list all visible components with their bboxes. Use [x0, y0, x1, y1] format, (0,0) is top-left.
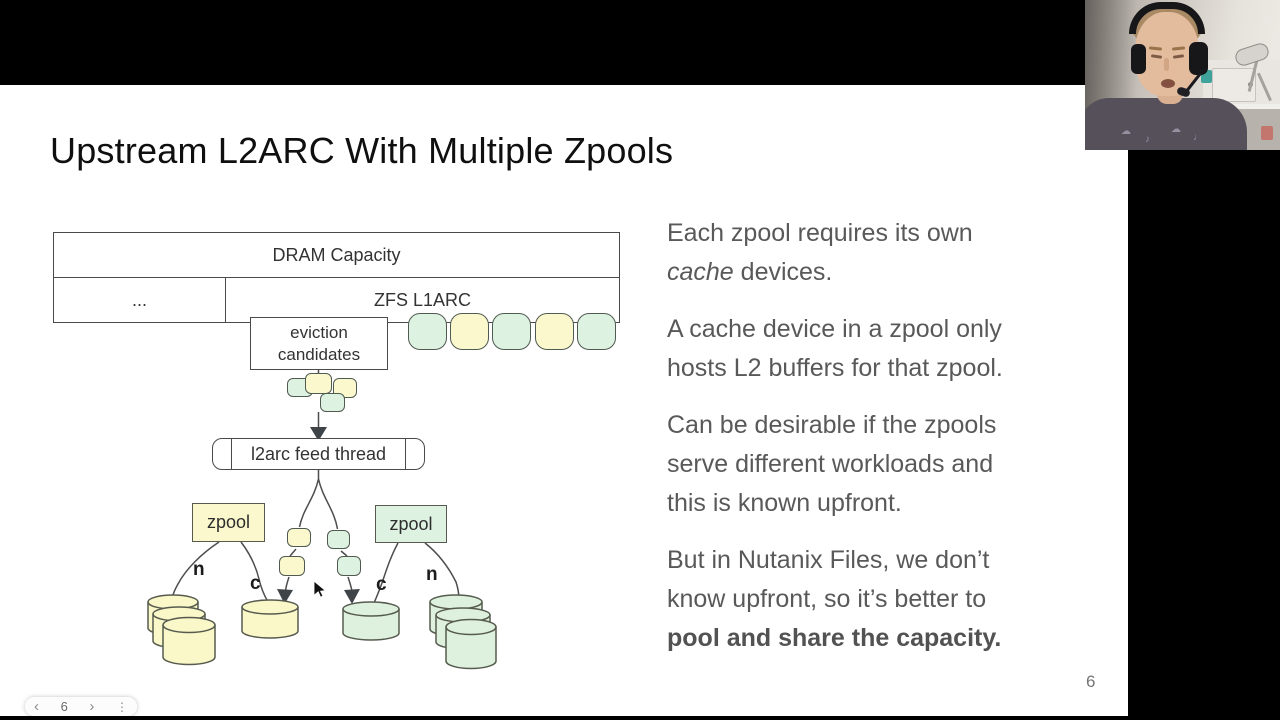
zpool-right-label: zpool	[389, 513, 433, 534]
shirt-cloud-doodle: ☁	[1121, 126, 1131, 137]
l1arc-buffer-chip	[535, 313, 574, 350]
zpool-left-label: zpool	[206, 512, 251, 532]
desk-surface	[1195, 104, 1280, 109]
ellipsis-label: ...	[131, 289, 147, 310]
nav-menu-kebab-icon[interactable]: ⋮	[115, 699, 128, 714]
edge-label-n: n	[193, 559, 205, 580]
other-memory-cell: ...	[53, 277, 226, 323]
arrow-to-left-cache	[277, 589, 293, 604]
slide-page-number: 6	[1086, 672, 1096, 691]
desk-item	[1261, 126, 1273, 140]
slide-title: Upstream L2ARC With Multiple Zpools	[50, 130, 674, 171]
next-slide-button[interactable]: ›	[89, 698, 95, 715]
shirt-note-doodle: ♪	[1145, 134, 1150, 145]
presenter-nose	[1164, 58, 1169, 71]
dram-capacity-label: DRAM Capacity	[272, 244, 401, 265]
paragraph: A cache device in a zpool only hosts L2 …	[667, 315, 1003, 382]
edge-label-c: c	[376, 574, 387, 595]
arrow-to-right-cache	[344, 589, 360, 604]
zpool-left-box: zpool	[192, 503, 265, 542]
left-cache-disk	[241, 599, 299, 639]
current-slide-indicator[interactable]: 6	[60, 699, 68, 714]
headphones-earcup-icon	[1131, 44, 1146, 74]
edge-label-c: c	[250, 573, 261, 594]
paragraph: But in Nutanix Files, we don’t know upfr…	[667, 546, 1002, 652]
eviction-candidates-label: eviction candidates	[277, 322, 361, 364]
headphones-earcup-icon	[1189, 42, 1208, 75]
l1arc-buffer-chip	[492, 313, 531, 350]
eviction-chip	[305, 373, 332, 394]
slide-body-text: Each zpool requires its own cache device…	[667, 214, 1003, 676]
eviction-candidates-box: eviction candidates	[250, 317, 388, 370]
l1arc-buffer-chip	[408, 313, 447, 350]
edge-label-n: n	[426, 564, 438, 585]
l1arc-buffer-chip	[577, 313, 616, 350]
l2arc-feed-thread-label: l2arc feed thread	[250, 443, 387, 464]
zpool-right-box: zpool	[375, 505, 447, 543]
desk-item	[1201, 70, 1212, 83]
left-disk-stack	[147, 594, 216, 666]
webcam-video: ☁ ♪ ☁ ♩	[1085, 0, 1280, 150]
slide-nav-toolbar: ‹ 6 › ⋮	[25, 697, 137, 716]
zfs-l1arc-label: ZFS L1ARC	[373, 289, 472, 310]
paragraph: Can be desirable if the zpools serve dif…	[667, 411, 997, 517]
presenter-mouth	[1161, 79, 1175, 88]
mouse-cursor-icon	[313, 580, 327, 598]
paragraph: Each zpool requires its own cache device…	[667, 219, 973, 286]
eviction-chip	[320, 393, 345, 412]
previous-slide-button[interactable]: ‹	[34, 698, 39, 715]
dram-capacity-box: DRAM Capacity	[53, 232, 620, 278]
flowing-buffer-chip	[279, 556, 305, 576]
flowing-buffer-chip	[337, 556, 361, 576]
slide: Upstream L2ARC With Multiple Zpools	[0, 85, 1128, 716]
right-disk-stack	[429, 594, 497, 670]
flowing-buffer-chip	[287, 528, 311, 547]
shirt-cloud-doodle: ☁	[1171, 124, 1181, 135]
flowing-buffer-chip	[327, 530, 350, 549]
shirt-note-doodle: ♩	[1193, 132, 1203, 143]
headphones-band-icon	[1129, 2, 1205, 34]
l1arc-buffer-chip	[450, 313, 489, 350]
connector-lines	[171, 370, 460, 604]
presenter-shirt: ☁ ♪ ☁ ♩	[1085, 98, 1247, 150]
right-cache-disk	[342, 601, 400, 641]
l2arc-feed-thread-box: l2arc feed thread	[212, 438, 425, 470]
disk-cylinders	[147, 594, 497, 670]
